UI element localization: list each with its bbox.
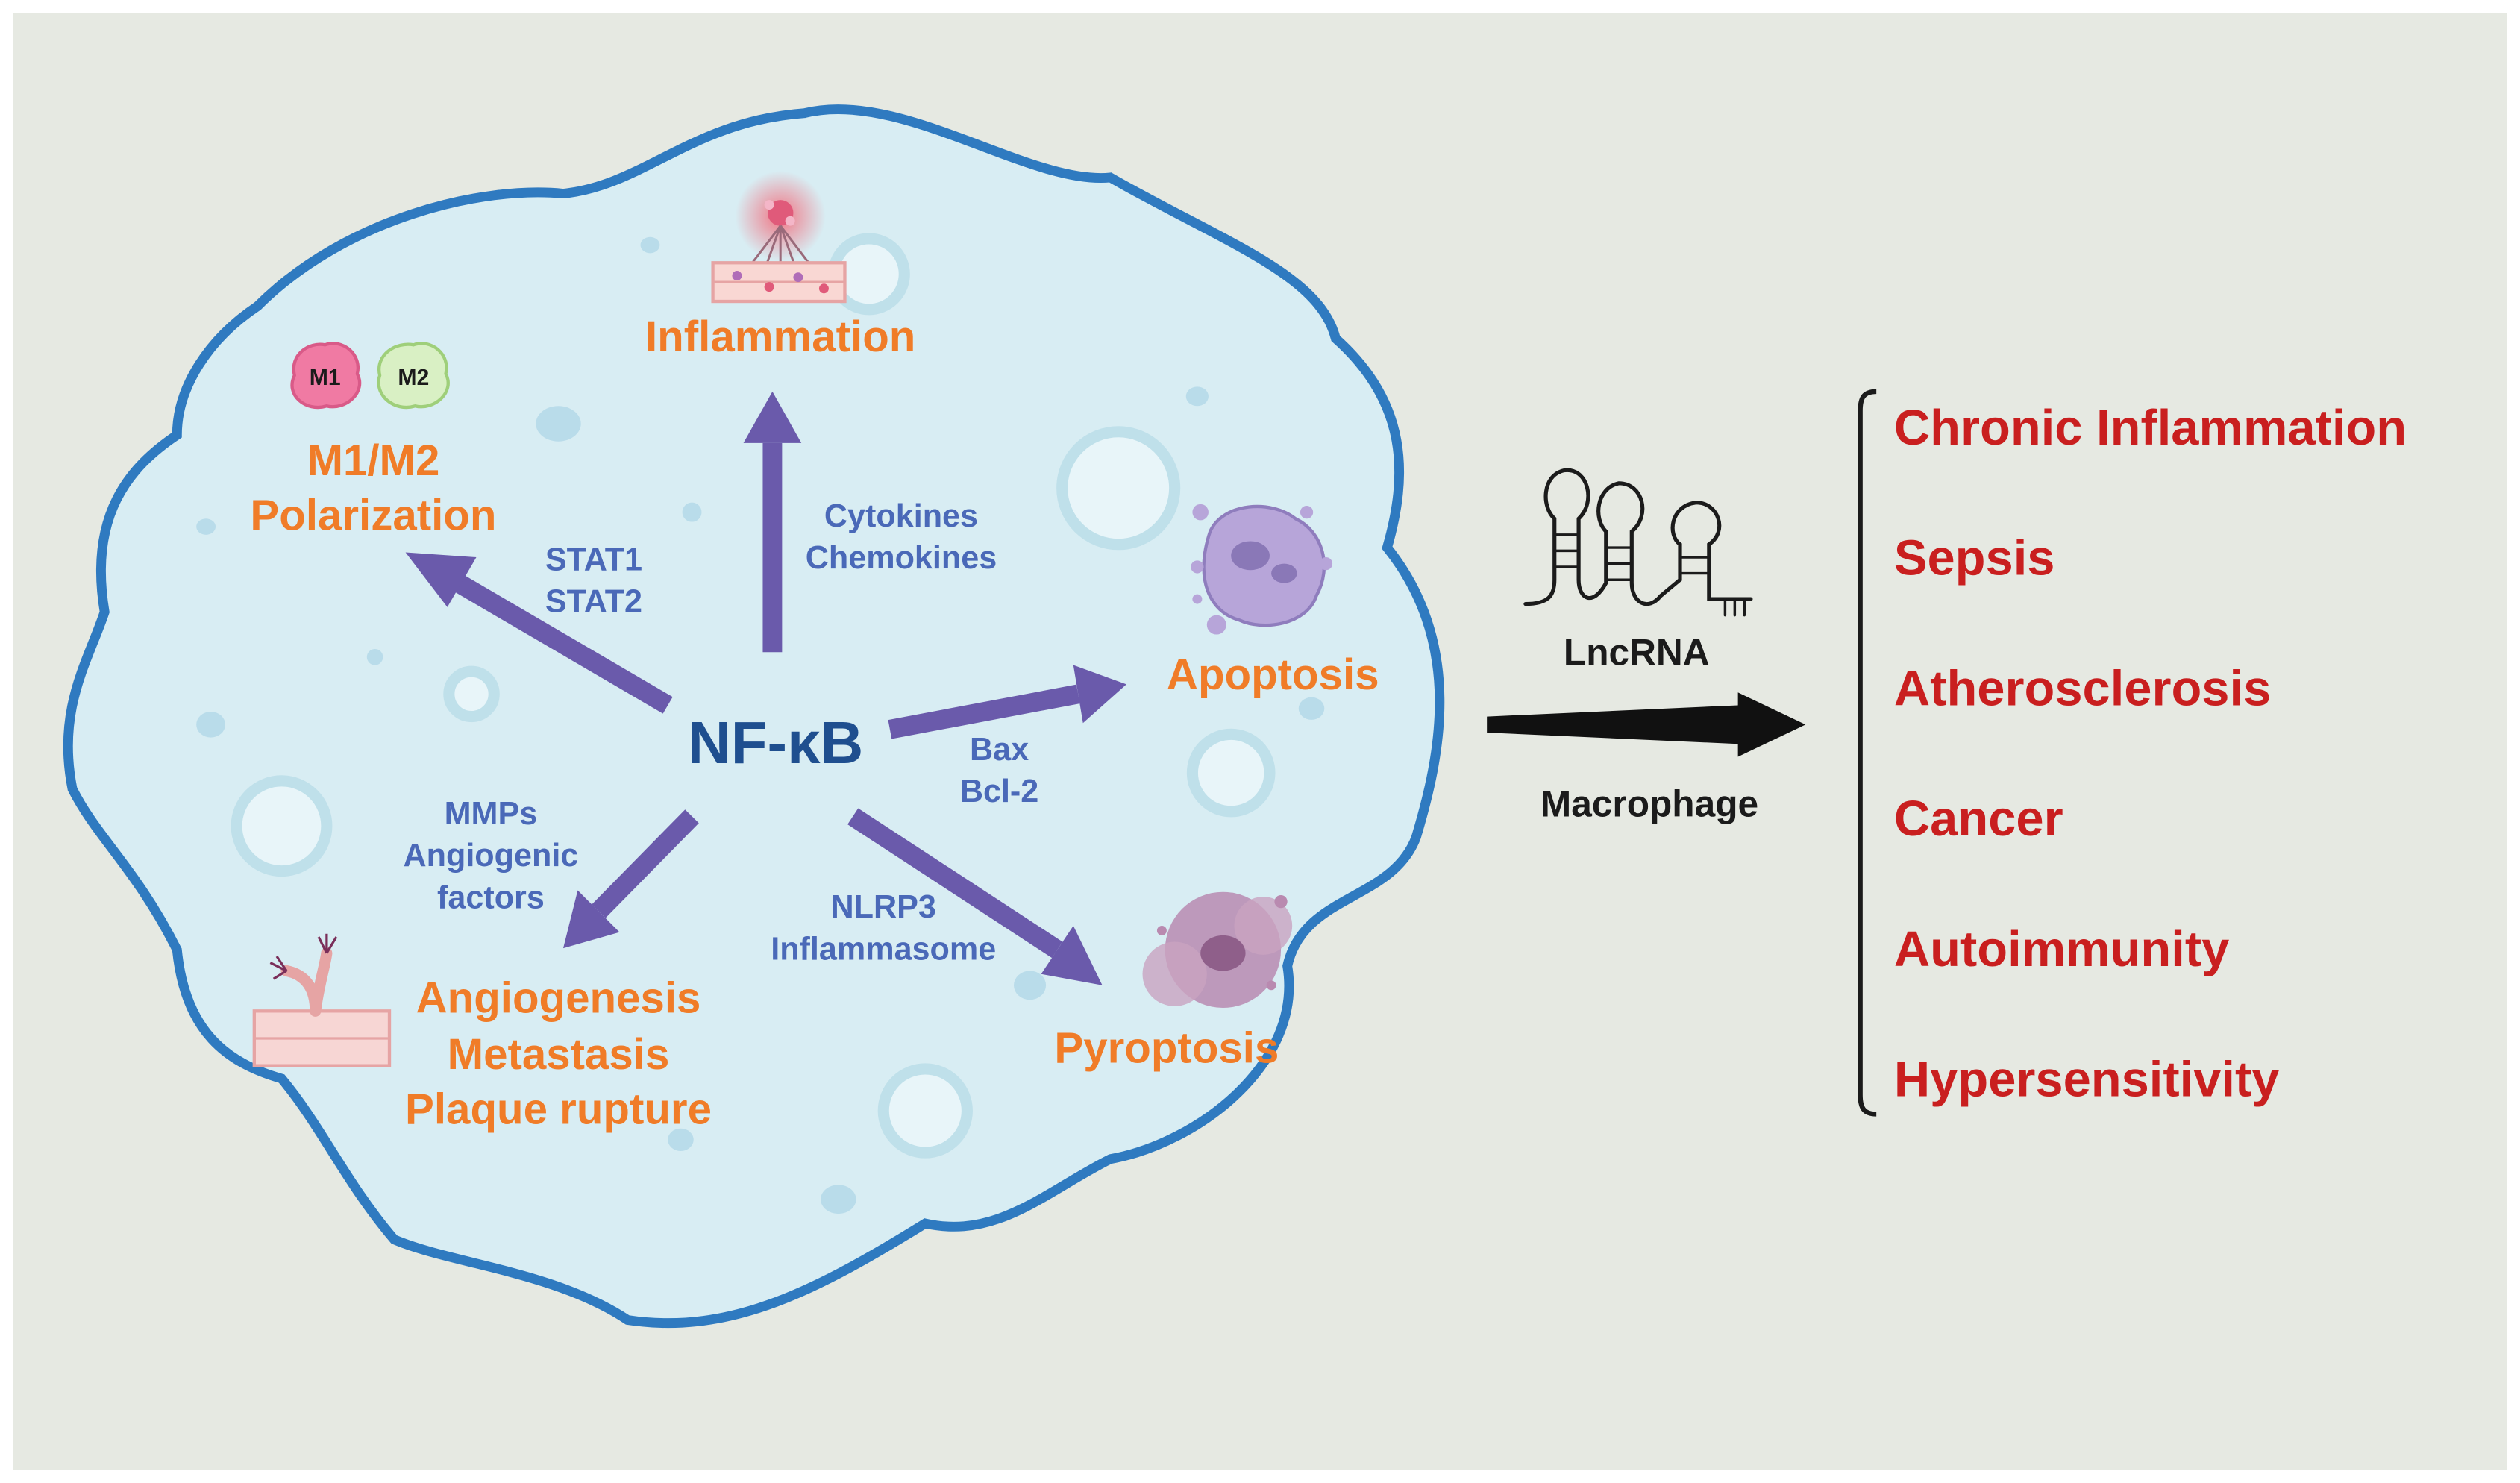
outcome-pyroptosis: Pyroptosis	[1054, 1023, 1279, 1072]
disease-list: Chronic InflammationSepsisAtherosclerosi…	[1894, 400, 2407, 1108]
mediator-stat1: STAT1	[545, 542, 642, 577]
outcome-labels: Inflammation M1/M2 Polarization Apoptosi…	[250, 313, 1379, 1133]
pyroptotic-cell-icon	[1142, 891, 1293, 1008]
mediator-inflammasome: Inflammasome	[771, 931, 996, 967]
macrophage-link-arrow	[1487, 692, 1806, 757]
mediator-factors: factors	[437, 880, 545, 915]
outcome-apoptosis: Apoptosis	[1167, 650, 1379, 699]
mediator-nlrp3: NLRP3	[831, 889, 936, 925]
m2-badge-label: M2	[398, 366, 429, 390]
lncrna-hairpin-icon	[1523, 468, 1753, 617]
m1-badge-label: M1	[310, 366, 341, 390]
disease-bracket	[1858, 389, 1877, 1117]
disease-item: Cancer	[1894, 791, 2063, 847]
mediator-labels: Cytokines Chemokines STAT1 STAT2 Bax Bcl…	[404, 498, 1039, 967]
disease-item: Sepsis	[1894, 530, 2055, 586]
mediator-angiogenic: Angiogenic	[404, 838, 579, 874]
outcome-plaque-rupture: Plaque rupture	[405, 1085, 712, 1133]
vesicles	[231, 233, 1276, 1159]
macrophage-cell-membrane	[63, 104, 1445, 1329]
outcome-metastasis: Metastasis	[448, 1030, 670, 1079]
disease-item: Autoimmunity	[1894, 921, 2229, 977]
m1-macrophage-icon	[290, 342, 362, 410]
outcome-polarization-line1: M1/M2	[307, 436, 439, 485]
macrophage-label: Macrophage	[1540, 783, 1758, 824]
apoptotic-cell-icon	[1191, 504, 1333, 635]
mediator-chemokines: Chemokines	[806, 540, 997, 576]
disease-item: Atherosclerosis	[1894, 660, 2271, 716]
pathway-arrows	[405, 391, 1126, 985]
disease-item: Hypersensitivity	[1894, 1052, 2280, 1108]
lncrna-label: LncRNA	[1564, 632, 1710, 674]
inflamed-tissue-icon	[711, 171, 847, 304]
m2-macrophage-icon	[377, 342, 450, 410]
outcome-inflammation: Inflammation	[645, 313, 915, 361]
mediator-stat2: STAT2	[545, 583, 642, 619]
mediator-cytokines: Cytokines	[824, 498, 978, 534]
disease-item: Chronic Inflammation	[1894, 400, 2407, 456]
mediator-mmps: MMPs	[445, 796, 538, 832]
arrow-to-polarization	[454, 574, 673, 714]
outcome-polarization-line2: Polarization	[250, 491, 496, 539]
arrow-to-pyroptosis	[847, 808, 1063, 959]
mediator-bcl2: Bcl-2	[960, 774, 1038, 809]
angiogenesis-vessel-icon	[252, 933, 392, 1067]
arrow-to-apoptosis	[888, 684, 1080, 739]
arrow-to-angiogenesis	[592, 809, 699, 918]
nf-kb-label: NF-κB	[688, 709, 863, 776]
mediator-bax: Bax	[970, 732, 1029, 768]
small-vesicles	[196, 236, 1325, 1214]
outcome-angiogenesis: Angiogenesis	[416, 973, 701, 1022]
